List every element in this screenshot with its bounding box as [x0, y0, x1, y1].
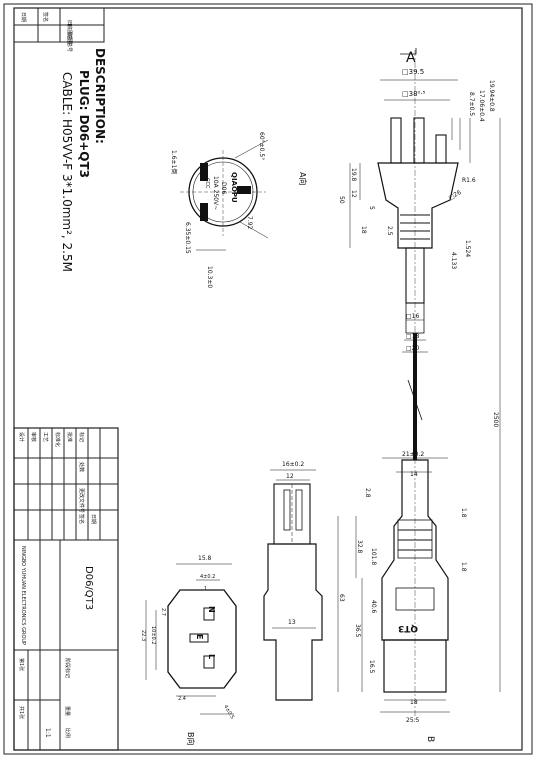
- face-label-e: E: [195, 634, 204, 639]
- side-dim-12: 12: [286, 473, 294, 480]
- tb-right-0: 设计: [18, 432, 25, 442]
- plug-face-view: [180, 139, 269, 239]
- plug-model: D06: [220, 182, 227, 194]
- face-dim-15-8: 15.8: [198, 555, 212, 562]
- top-stamp-block: [13, 7, 105, 43]
- dim-10-3: 10.3±0: [206, 266, 213, 288]
- cord-assembly: [377, 50, 459, 720]
- dim-16-5: 16.5: [368, 660, 375, 674]
- dim-6-35: 6.35±0.15: [184, 222, 191, 254]
- connector-face-view: [145, 563, 237, 715]
- view-a-label: A: [406, 50, 416, 66]
- dim-38: □38⁰·⁵: [402, 90, 426, 98]
- dim-17-06: 17.06±0.4: [478, 90, 485, 122]
- tb-left-3: 签名: [78, 514, 85, 524]
- face-dim-4-5: 4±0.5: [222, 704, 235, 720]
- face-dim-10: 10±0.2: [150, 626, 156, 645]
- tb-right-4: 批准: [66, 432, 73, 442]
- side-dim-16: 16±0.2: [282, 461, 304, 468]
- pin-slot-1: [200, 163, 208, 181]
- dim-32-8: 32.8: [356, 540, 363, 554]
- view-b-caption: B向: [186, 732, 196, 746]
- view-a-caption: A向: [298, 172, 308, 185]
- outer-border: [3, 3, 533, 755]
- dim-50: 50: [338, 196, 345, 204]
- dim-8-7: 8.7±0.5: [468, 92, 475, 116]
- sheet-label: 第1张: [18, 658, 25, 671]
- dim-18c: 18: [410, 699, 418, 706]
- view-b-label: B: [425, 736, 435, 742]
- pin-slot-earth: [237, 186, 251, 194]
- plug-rating: 10A 250V~: [212, 176, 219, 210]
- tb-left-4: 日期: [90, 514, 96, 524]
- dim-12: 12: [350, 190, 357, 198]
- plug-brand: QIAOPU: [230, 172, 238, 203]
- dim-2-5: 2.5: [386, 226, 393, 236]
- dim-1-8b: 1.8: [460, 562, 467, 572]
- dim-1-6: 1.6±1倒: [170, 150, 178, 174]
- dim-19-8: 19.8: [350, 168, 357, 182]
- dimension-lines: [337, 79, 501, 713]
- dim-r1-6: R1.6: [462, 177, 476, 184]
- stamp-label-2: 底图总号: [66, 32, 73, 52]
- face-label-n: N: [207, 606, 216, 613]
- title-block: [13, 427, 119, 751]
- tb-right-2: 工艺: [42, 432, 48, 442]
- dim-5: 5: [368, 206, 375, 210]
- stamp-label-1: 旧底图总号: [66, 20, 73, 45]
- drawing-number: D06/QT3: [83, 566, 94, 610]
- stamp-label-4: 日期: [20, 12, 26, 22]
- scale-value: 1:1: [44, 728, 51, 738]
- face-label-l: L: [207, 654, 216, 659]
- stamp-label-3: 签名: [42, 12, 49, 22]
- dim-39-5: □39.5: [402, 68, 424, 76]
- qt3-label: QT3: [398, 623, 418, 633]
- tb-left-1: 处数: [78, 462, 85, 472]
- dim-63: 63: [338, 594, 345, 602]
- stage-label: 阶段标记: [64, 658, 71, 678]
- face-dim-2-7: 2.7: [160, 608, 166, 616]
- tb-right-1: 审核: [30, 432, 37, 442]
- dim-18b: □18: [406, 333, 419, 340]
- plug-cert: CCC: [204, 178, 210, 189]
- face-dim-1: 1: [204, 586, 207, 592]
- dim-2-8: 2.8: [364, 488, 371, 498]
- dim-40-6: 40.6: [370, 600, 377, 614]
- dim-101-8: 101.8: [370, 548, 377, 565]
- face-dim-22-3: 22.3: [140, 630, 146, 641]
- pin-slot-2: [200, 203, 208, 221]
- face-dim-2-4: 2.4: [178, 696, 186, 702]
- dim-25-5: 25.5: [406, 717, 420, 724]
- dim-2500: 2500: [492, 412, 499, 427]
- side-dim-13: 13: [288, 619, 296, 626]
- dim-19-94: 19.94±0.8: [488, 80, 495, 112]
- connector-side-view: [263, 469, 323, 701]
- face-dim-4: 4±0.2: [200, 574, 215, 580]
- dim-18: 18: [360, 226, 367, 234]
- dim-60deg: 60°±0.5°: [258, 132, 265, 160]
- dim-26: □26: [448, 189, 463, 202]
- tb-left-0: 标记: [78, 432, 85, 442]
- dim-20: □20: [406, 345, 419, 352]
- dim-7-92: 7.92: [246, 216, 253, 230]
- tb-right-3: 标准化: [54, 432, 61, 447]
- tb-left-2: 更改文件号: [78, 488, 85, 513]
- dim-36-5: 36.5: [354, 624, 361, 638]
- company-name: NINGBO YUHUAN ELECTRONICS GROUP: [20, 546, 26, 645]
- total-label: 共1张: [18, 706, 25, 719]
- dim-4-133: 4.133: [450, 252, 457, 269]
- dim-16: □16: [406, 313, 419, 320]
- dim-14: 14: [410, 471, 418, 478]
- frame-border: [13, 7, 523, 751]
- weight-label: 重量: [64, 706, 71, 716]
- description-heading: DESCRIPTION:: [93, 48, 107, 144]
- plug-line: PLUG: D06+QT3: [77, 70, 91, 178]
- dim-1-524: 1.524: [464, 240, 471, 257]
- dim-21: 21±0.2: [402, 451, 424, 458]
- scale-label: 比例: [64, 728, 71, 738]
- cable-line: CABLE: H05VV-F 3*1.0mm², 2.5M: [60, 72, 74, 272]
- dim-1-8: 1.8: [460, 508, 467, 518]
